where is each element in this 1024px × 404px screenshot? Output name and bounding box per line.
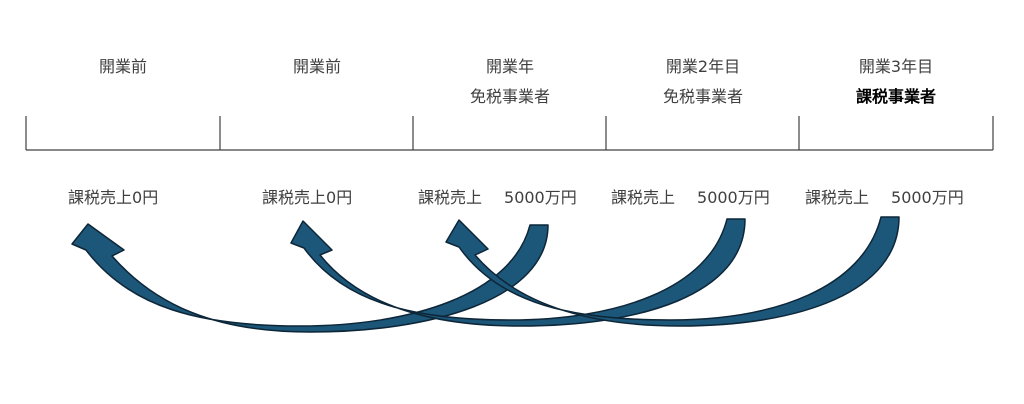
sales-amount: 0円 xyxy=(326,188,353,207)
base-period-arrow-2 xyxy=(290,218,746,327)
sales-label-text: 課税売上 xyxy=(611,188,676,207)
sales-amount: 0円 xyxy=(132,188,159,207)
sales-label-3: 課税売上 5000万円 xyxy=(418,186,577,210)
column-header-status: 免税事業者 xyxy=(469,87,550,106)
sales-label-5: 課税売上 5000万円 xyxy=(805,186,964,210)
sales-label-text: 課税売上 xyxy=(68,188,133,207)
column-header-period: 開業前 xyxy=(98,57,147,76)
column-header-2: 開業前 xyxy=(220,52,414,82)
sales-label-text: 課税売上 xyxy=(418,188,483,207)
column-header-status: 免税事業者 xyxy=(662,87,743,106)
sales-label-text: 課税売上 xyxy=(262,188,327,207)
column-header-period: 開業2年目 xyxy=(665,57,741,76)
column-header-period: 開業前 xyxy=(292,57,341,76)
column-header-4: 開業2年目 免税事業者 xyxy=(606,52,800,112)
sales-label-text: 課税売上 xyxy=(805,188,870,207)
column-header-period: 開業3年目 xyxy=(858,57,934,76)
sales-amount: 5000万円 xyxy=(504,188,577,207)
sales-amount: 5000万円 xyxy=(891,188,964,207)
base-period-arrow-3 xyxy=(445,216,900,327)
column-header-period: 開業年 xyxy=(485,57,534,76)
column-header-1: 開業前 xyxy=(26,52,220,82)
sales-amount: 5000万円 xyxy=(697,188,770,207)
column-header-status-taxable: 課税事業者 xyxy=(855,87,936,106)
column-header-3: 開業年 免税事業者 xyxy=(413,52,607,112)
sales-label-2: 課税売上0円 xyxy=(262,186,352,210)
sales-label-1: 課税売上0円 xyxy=(68,186,158,210)
column-header-5: 開業3年目 課税事業者 xyxy=(799,52,993,112)
sales-label-4: 課税売上 5000万円 xyxy=(611,186,770,210)
